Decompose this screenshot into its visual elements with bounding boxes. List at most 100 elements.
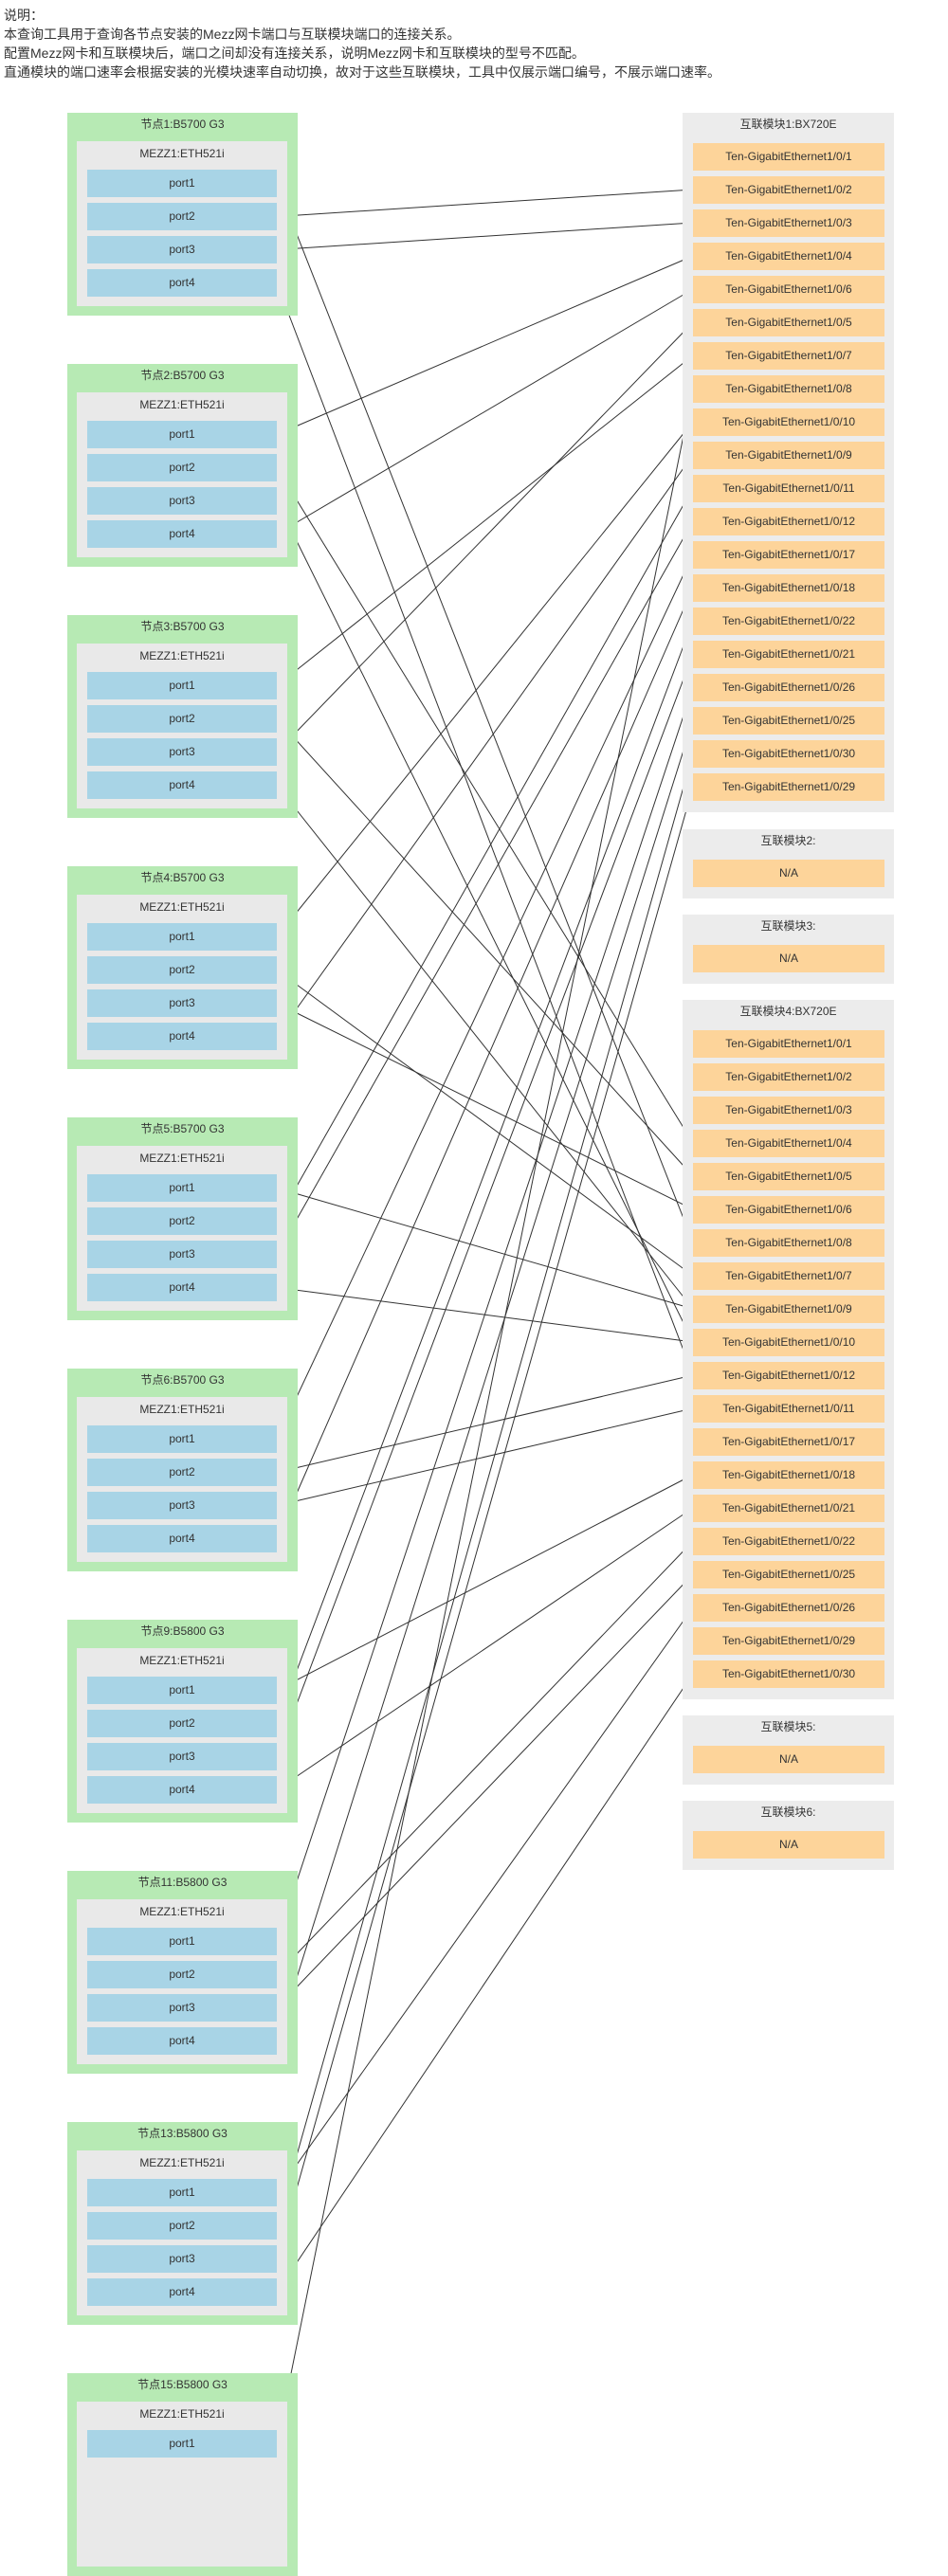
node-port[interactable]: port4 [87,2278,277,2306]
node-port[interactable]: port4 [87,1023,277,1050]
module-port[interactable]: Ten-GigabitEthernet1/0/5 [693,309,884,336]
module-port[interactable]: Ten-GigabitEthernet1/0/10 [693,1329,884,1356]
module-port[interactable]: N/A [693,860,884,887]
node-port[interactable]: port3 [87,2245,277,2273]
module-port[interactable]: Ten-GigabitEthernet1/0/4 [693,1130,884,1157]
node-port[interactable]: port1 [87,421,277,448]
node-port[interactable]: port1 [87,923,277,951]
module-port[interactable]: Ten-GigabitEthernet1/0/25 [693,1561,884,1588]
node-port[interactable]: port4 [87,771,277,799]
module-port[interactable]: Ten-GigabitEthernet1/0/1 [693,1030,884,1058]
module-port[interactable]: Ten-GigabitEthernet1/0/30 [693,740,884,768]
module-port[interactable]: Ten-GigabitEthernet1/0/26 [693,1594,884,1622]
node-port[interactable]: port3 [87,989,277,1017]
module-port[interactable]: Ten-GigabitEthernet1/0/18 [693,1461,884,1489]
node-port[interactable]: port3 [87,487,277,515]
module-port[interactable]: Ten-GigabitEthernet1/0/26 [693,674,884,701]
connection-line [276,970,694,1277]
node-port[interactable]: port1 [87,1677,277,1704]
node-port[interactable]: port4 [87,2027,277,2055]
node-port[interactable]: port2 [87,1710,277,1737]
node-port[interactable]: port3 [87,1994,277,2022]
node-port[interactable]: port1 [87,170,277,197]
interconnect-module: 互联模块3:N/A [683,915,894,984]
module-port[interactable]: Ten-GigabitEthernet1/0/3 [693,209,884,237]
node-port[interactable]: port4 [87,520,277,548]
node-port[interactable]: port2 [87,1459,277,1486]
module-port[interactable]: Ten-GigabitEthernet1/0/8 [693,1229,884,1257]
node-port[interactable]: port4 [87,269,277,297]
module-port[interactable]: N/A [693,1746,884,1773]
node-port[interactable]: port2 [87,956,277,984]
module-port[interactable]: N/A [693,945,884,972]
module-port[interactable]: Ten-GigabitEthernet1/0/17 [693,1428,884,1456]
connection-line [276,786,694,2259]
module-port[interactable]: Ten-GigabitEthernet1/0/11 [693,475,884,502]
connection-line [276,255,694,435]
node-port[interactable]: port3 [87,738,277,766]
node-port[interactable]: port2 [87,454,277,481]
node-port[interactable]: port4 [87,1525,277,1552]
node-port[interactable]: port3 [87,1492,277,1519]
module-port[interactable]: Ten-GigabitEthernet1/0/2 [693,1063,884,1091]
node-port[interactable]: port1 [87,672,277,699]
module-port[interactable]: Ten-GigabitEthernet1/0/4 [693,243,884,270]
node-port[interactable]: port4 [87,1776,277,1804]
mezz-title: MEZZ1:ETH521i [139,649,225,662]
module-port[interactable]: Ten-GigabitEthernet1/0/1 [693,143,884,171]
module-port[interactable]: Ten-GigabitEthernet1/0/7 [693,342,884,370]
module-port[interactable]: Ten-GigabitEthernet1/0/30 [693,1660,884,1688]
node-port[interactable]: port4 [87,1274,277,1301]
module-port[interactable]: Ten-GigabitEthernet1/0/21 [693,641,884,668]
module-port[interactable]: Ten-GigabitEthernet1/0/29 [693,1627,884,1655]
node-port[interactable]: port2 [87,1961,277,1988]
module-port[interactable]: Ten-GigabitEthernet1/0/21 [693,1495,884,1522]
connection-line [276,785,694,1310]
node-port[interactable]: port2 [87,705,277,733]
module-port[interactable]: Ten-GigabitEthernet1/0/3 [693,1097,884,1124]
connection-line [276,719,694,2041]
module-port[interactable]: Ten-GigabitEthernet1/0/7 [693,1262,884,1290]
node-port[interactable]: port3 [87,236,277,263]
mezz-title: MEZZ1:ETH521i [139,2156,225,2169]
module-port[interactable]: Ten-GigabitEthernet1/0/12 [693,1362,884,1389]
module-port[interactable]: Ten-GigabitEthernet1/0/11 [693,1395,884,1423]
module-port[interactable]: Ten-GigabitEthernet1/0/9 [693,442,884,469]
module-port[interactable]: Ten-GigabitEthernet1/0/29 [693,773,884,801]
node-port[interactable]: port1 [87,2430,277,2458]
node-port[interactable]: port2 [87,203,277,230]
module-port[interactable]: Ten-GigabitEthernet1/0/22 [693,1528,884,1555]
node-port[interactable]: port3 [87,1743,277,1770]
module-port[interactable]: Ten-GigabitEthernet1/0/22 [693,608,884,635]
module-port[interactable]: Ten-GigabitEthernet1/0/5 [693,1163,884,1190]
node-port[interactable]: port1 [87,2179,277,2206]
module-port[interactable]: Ten-GigabitEthernet1/0/10 [693,408,884,436]
module-port[interactable]: Ten-GigabitEthernet1/0/25 [693,707,884,735]
module-port[interactable]: Ten-GigabitEthernet1/0/6 [693,276,884,303]
node-port[interactable]: port1 [87,1425,277,1453]
notes: 说明： 本查询工具用于查询各节点安装的Mezz网卡端口与互联模块端口的连接关系。… [4,6,720,82]
module-port[interactable]: Ten-GigabitEthernet1/0/17 [693,541,884,569]
module-port[interactable]: Ten-GigabitEthernet1/0/18 [693,574,884,602]
node-port[interactable]: port3 [87,1241,277,1268]
node-title: 节点5:B5700 G3 [140,1122,225,1135]
module-port[interactable]: Ten-GigabitEthernet1/0/8 [693,375,884,403]
node-port[interactable]: port1 [87,1928,277,1955]
node-title: 节点13:B5800 G3 [137,2127,228,2140]
module-port[interactable]: Ten-GigabitEthernet1/0/12 [693,508,884,535]
interconnect-module: 互联模块2:N/A [683,829,894,898]
module-port[interactable]: Ten-GigabitEthernet1/0/2 [693,176,884,204]
mezz-title: MEZZ1:ETH521i [139,1403,225,1416]
node-port[interactable]: port2 [87,2212,277,2240]
connection-line [276,1407,694,1506]
module-port[interactable]: Ten-GigabitEthernet1/0/9 [693,1296,884,1323]
connection-line [276,587,694,1539]
node-port[interactable]: port1 [87,1174,277,1202]
node-port[interactable]: port2 [87,1207,277,1235]
module-port[interactable]: Ten-GigabitEthernet1/0/6 [693,1196,884,1224]
module-port[interactable]: N/A [693,1831,884,1859]
